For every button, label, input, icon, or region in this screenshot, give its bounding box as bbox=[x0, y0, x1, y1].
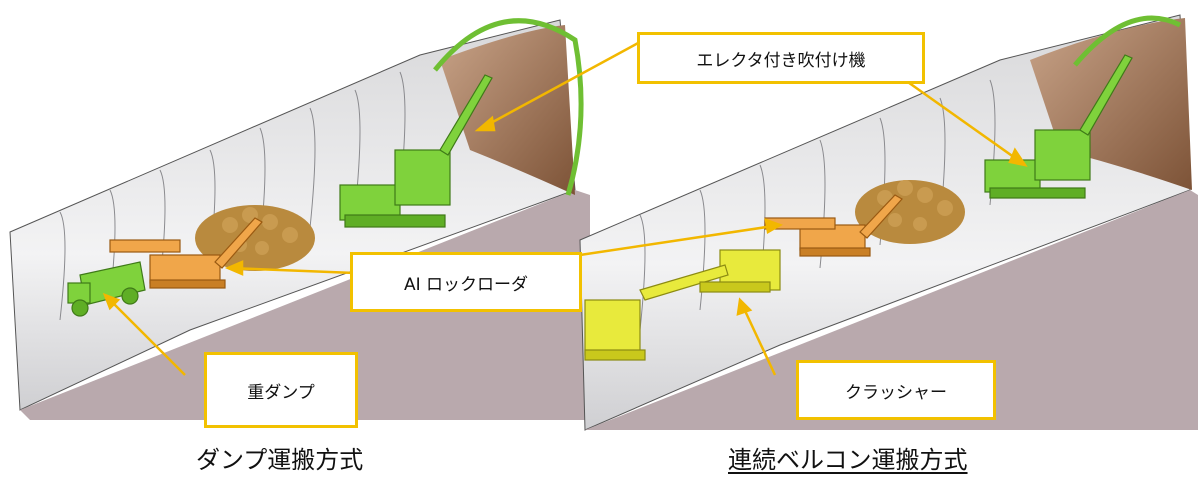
ai-rock-loader-machine-right bbox=[764, 194, 903, 257]
right-scene bbox=[579, 14, 1198, 431]
callout-heavy-dump: 重ダンプ bbox=[204, 352, 358, 428]
ai-rock-loader-machine-left bbox=[109, 217, 263, 289]
caption-continuous-belt-method: 連続ベルコン運搬方式 bbox=[728, 446, 968, 474]
callout-arrows bbox=[102, 40, 1028, 376]
erector-sprayer-machine-left bbox=[339, 18, 584, 228]
caption-dump-method: ダンプ運搬方式 bbox=[196, 446, 364, 474]
tunnel-face-left bbox=[440, 25, 575, 195]
crusher-machine bbox=[584, 249, 781, 361]
callout-ai-rock-loader: AI ロックローダ bbox=[350, 252, 582, 312]
callout-crusher: クラッシャー bbox=[796, 360, 996, 420]
erector-sprayer-machine-right bbox=[984, 15, 1182, 199]
callout-erector-sprayer: エレクタ付き吹付け機 bbox=[637, 32, 925, 84]
heavy-dump-truck bbox=[67, 261, 146, 317]
left-scene bbox=[9, 18, 590, 420]
